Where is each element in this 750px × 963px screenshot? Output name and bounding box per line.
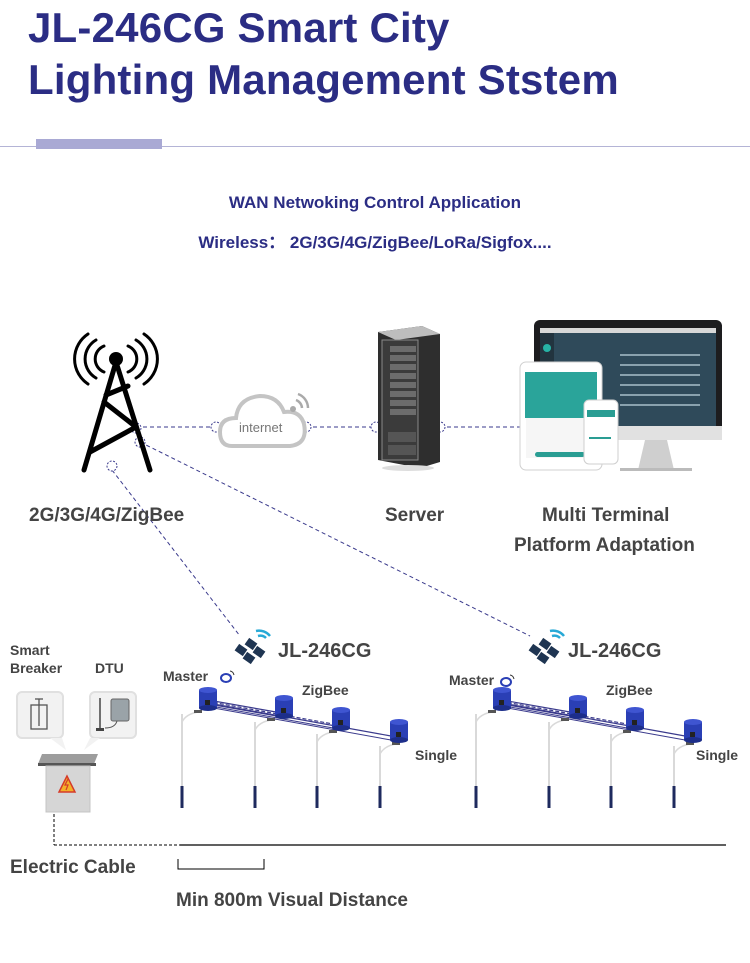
- master-label-1: Master: [163, 668, 209, 684]
- street-lamp-pole: [547, 718, 569, 808]
- street-lamp-pole: [315, 730, 337, 808]
- tower-label: 2G/3G/4G/ZigBee: [29, 505, 185, 526]
- terminal-label-line2: Platform Adaptation: [514, 535, 695, 556]
- smart-breaker-icon: [16, 691, 66, 750]
- single-controller-node: [390, 719, 408, 743]
- link-tower-group1: [111, 469, 241, 637]
- electric-cable-label: Electric Cable: [10, 857, 136, 878]
- single-controller-node: [275, 695, 293, 719]
- zigbee-link: [501, 700, 628, 725]
- multi-terminal-icon: [519, 320, 722, 471]
- breaker-label-line2: Breaker: [10, 660, 63, 676]
- zigbee-link: [501, 705, 628, 729]
- terminal-label-line1: Multi Terminal: [542, 505, 670, 526]
- zigbee-link: [207, 706, 392, 741]
- electric-cable: [53, 814, 726, 846]
- server-rack-icon: [378, 326, 440, 471]
- dtu-icon: [84, 691, 137, 750]
- single-controller-node: [332, 707, 350, 731]
- street-lamp-pole: [253, 718, 275, 808]
- zigbee-link: [207, 705, 334, 729]
- device-label-2: JL-246CG: [568, 640, 662, 662]
- electric-cabinet-icon: [38, 754, 98, 813]
- single-label-2: Single: [696, 747, 739, 763]
- device-label-1: JL-246CG: [278, 640, 372, 662]
- satellite-icon: [234, 629, 271, 665]
- zigbee-link: [501, 703, 571, 717]
- zigbee-link: [207, 702, 392, 737]
- lamp-group-2: [474, 629, 702, 808]
- cloud-label: internet: [239, 420, 283, 435]
- single-controller-node: [626, 707, 644, 731]
- page-title: JL-246CG Smart City Lighting Management …: [28, 2, 619, 106]
- title-line-2: Lighting Management Ststem: [28, 56, 619, 103]
- header-accent-bar: [36, 139, 162, 149]
- street-lamp-pole: [180, 710, 202, 808]
- title-line-1: JL-246CG Smart City: [28, 4, 450, 51]
- dtu-label: DTU: [95, 660, 124, 676]
- network-links: [111, 426, 532, 637]
- zigbee-link: [501, 699, 571, 713]
- server-label: Server: [385, 505, 445, 526]
- single-label-1: Single: [415, 747, 458, 763]
- master-controller-node: [199, 687, 217, 711]
- master-label-2: Master: [449, 672, 495, 688]
- zigbee-label-1: ZigBee: [302, 682, 349, 698]
- antenna-dish-icon: [500, 674, 515, 687]
- zigbee-link: [207, 703, 277, 717]
- distance-scale-bracket: [177, 859, 265, 870]
- cell-tower-icon: [73, 332, 159, 473]
- zigbee-link: [501, 706, 686, 741]
- distance-label: Min 800m Visual Distance: [176, 890, 408, 911]
- single-controller-node: [684, 719, 702, 743]
- wireless-protocols: Wireless： 2G/3G/4G/ZigBee/LoRa/Sigfox...…: [198, 233, 552, 252]
- master-controller-node: [493, 687, 511, 711]
- satellite-icon: [528, 629, 565, 665]
- zigbee-label-2: ZigBee: [606, 682, 653, 698]
- antenna-dish-icon: [220, 670, 235, 683]
- header-divider: [0, 146, 750, 147]
- zigbee-link: [501, 702, 686, 737]
- street-lamp-pole: [672, 742, 694, 808]
- single-controller-node: [569, 695, 587, 719]
- zigbee-link: [207, 699, 277, 713]
- lamp-group-1: [180, 629, 408, 808]
- street-lamp-pole: [609, 730, 631, 808]
- cloud-icon: [217, 392, 310, 448]
- section-heading: WAN Netwoking Control Application: [228, 193, 522, 212]
- breaker-label-line1: Smart: [10, 642, 50, 658]
- street-lamp-pole: [474, 710, 496, 808]
- street-lamp-pole: [378, 742, 400, 808]
- link-tower-group2: [139, 441, 531, 637]
- zigbee-link: [207, 700, 334, 725]
